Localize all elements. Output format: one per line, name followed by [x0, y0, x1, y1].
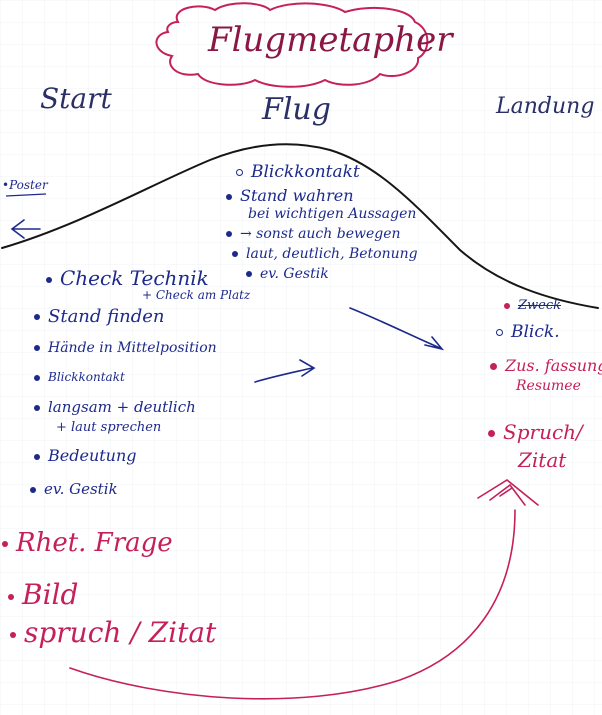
flug-item-3: → sonst auch bewegen	[226, 226, 401, 242]
flug-item-1: Blickkontakt	[236, 162, 360, 182]
bullet-icon	[232, 251, 238, 257]
bullet-icon	[246, 271, 252, 277]
landung-item-1: Zweck	[504, 298, 561, 313]
bullet-icon	[226, 231, 232, 237]
flug-item-5: ev. Gestik	[246, 266, 329, 282]
start-item-4: Blickkontakt	[34, 370, 125, 384]
bullet-icon	[488, 430, 495, 437]
heading-flug: Flug	[262, 92, 331, 127]
title-cloud-shape	[155, 2, 429, 88]
bullet-icon	[46, 276, 52, 283]
flug-item-4: laut, deutlich, Betonung	[232, 246, 418, 262]
start-red-item-2: Bild	[8, 578, 78, 611]
flight-curve	[1, 143, 599, 309]
bullet-icon	[504, 302, 510, 309]
bullet-icon	[226, 193, 232, 200]
poster-label: •Poster	[2, 178, 48, 192]
heading-landung: Landung	[496, 94, 595, 119]
landung-item-2: Blick.	[496, 322, 560, 342]
bullet-icon	[490, 363, 497, 370]
start-item-5b: + laut sprechen	[56, 420, 162, 435]
bullet-icon	[236, 169, 243, 176]
left-arrow-icon	[10, 219, 41, 239]
page-title: Flugmetapher	[208, 20, 453, 60]
poster-underline	[5, 193, 47, 197]
bullet-icon	[2, 541, 8, 547]
landung-item-4: Spruch/	[488, 420, 583, 444]
bullet-icon	[496, 329, 503, 336]
landung-item-3: Zus. fassung	[490, 356, 602, 375]
bullet-icon	[34, 314, 40, 320]
flug-item-2: Stand wahren	[226, 186, 354, 205]
landung-item-3b: Resumee	[516, 378, 581, 394]
start-item-7: ev. Gestik	[30, 480, 118, 498]
start-item-3: Hände in Mittelposition	[34, 340, 217, 356]
heading-start: Start	[40, 82, 112, 115]
start-item-2: Stand finden	[34, 306, 165, 327]
bullet-icon	[30, 487, 36, 493]
start-item-1b: + Check am Platz	[142, 288, 251, 302]
start-item-1: Check Technik	[46, 266, 209, 290]
arrow-to-landing-icon	[349, 307, 445, 351]
start-item-6: Bedeutung	[34, 446, 137, 465]
bullet-icon	[34, 345, 40, 351]
start-item-5: langsam + deutlich	[34, 398, 196, 416]
bullet-icon	[34, 453, 40, 460]
return-arrowhead-icon	[477, 479, 539, 506]
start-red-item-1: Rhet. Frage	[2, 528, 173, 558]
flug-item-2b: bei wichtigen Aussagen	[248, 206, 417, 222]
start-red-item-3: spruch / Zitat	[10, 616, 216, 649]
bullet-icon	[10, 631, 16, 638]
landung-item-4b: Zitat	[518, 448, 567, 472]
return-curve	[69, 509, 516, 700]
bullet-icon	[34, 405, 40, 411]
bullet-icon	[8, 593, 14, 600]
short-arrow-icon	[254, 359, 316, 383]
bullet-icon	[34, 374, 40, 381]
